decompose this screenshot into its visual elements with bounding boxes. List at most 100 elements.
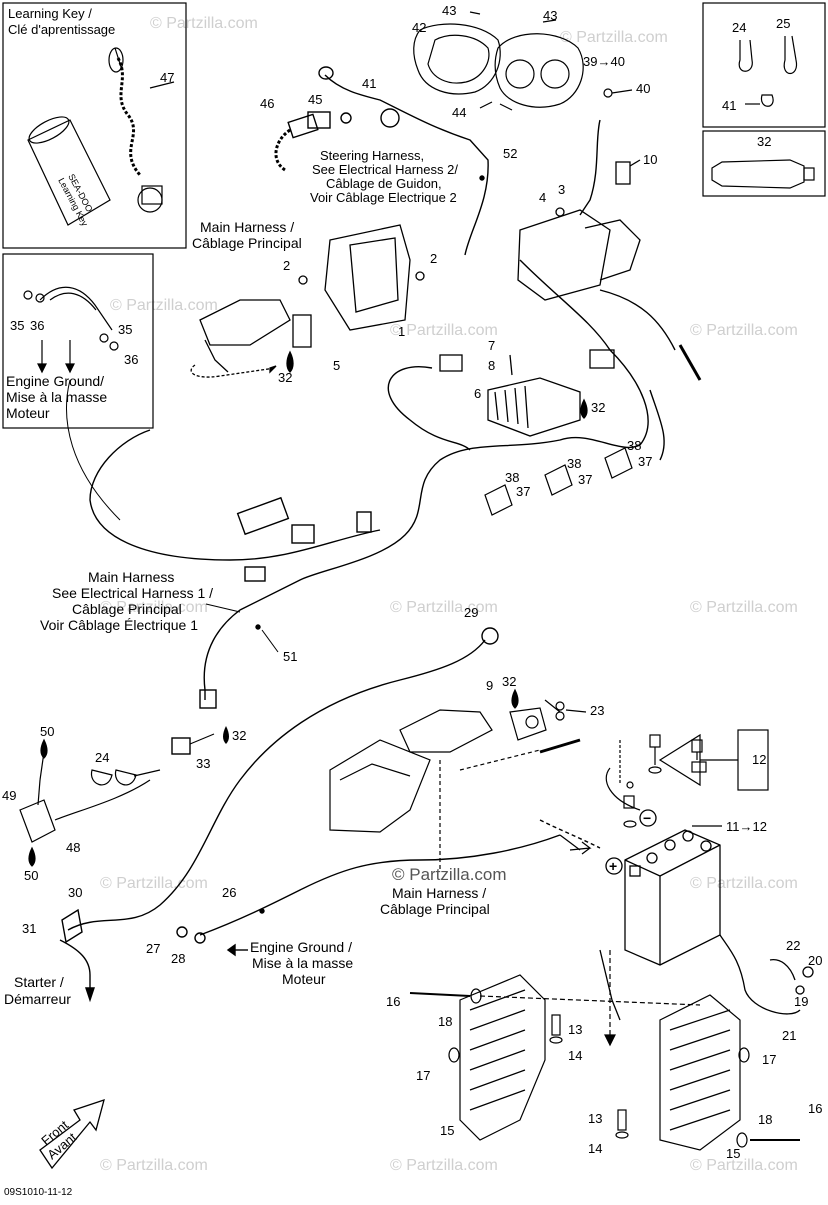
main-harness-mid-1: Main Harness bbox=[88, 569, 174, 585]
battery-hardware: 12 bbox=[619, 729, 769, 828]
part-33: 33 bbox=[196, 756, 210, 771]
learning-key-caption-2: Clé d'aprentissage bbox=[8, 22, 115, 37]
watermark: © Partzilla.com bbox=[390, 599, 498, 616]
part-22: 22 bbox=[786, 938, 800, 953]
steering-harness-caption-1: Steering Harness, bbox=[320, 148, 424, 163]
watermark: © Partzilla.com bbox=[110, 297, 218, 314]
relay-area: 9 32 23 bbox=[329, 674, 641, 870]
learning-key-caption-1: Learning Key / bbox=[8, 6, 92, 21]
part-18: 18 bbox=[758, 1112, 772, 1127]
part-36: 36 bbox=[30, 318, 44, 333]
part-32: 32 bbox=[232, 728, 246, 743]
part-46: 46 bbox=[260, 96, 274, 111]
part-24: 24 bbox=[95, 750, 109, 765]
starter-caption-1: Starter / bbox=[14, 974, 64, 990]
part-13: 13 bbox=[568, 1022, 582, 1037]
part-21: 21 bbox=[782, 1028, 796, 1043]
engine-ground-bottom-2: Mise à la masse bbox=[252, 955, 353, 971]
part-32: 32 bbox=[278, 370, 292, 385]
part-23: 23 bbox=[590, 703, 604, 718]
clamps-inset: 24 25 41 bbox=[702, 2, 826, 128]
part-29: 29 bbox=[464, 605, 478, 620]
watermark: © Partzilla.com bbox=[150, 15, 258, 32]
part-24: 24 bbox=[732, 20, 746, 35]
clips: 38 37 38 37 38 37 bbox=[484, 438, 652, 516]
watermark-center: © Partzilla.com bbox=[392, 865, 507, 884]
part-15: 15 bbox=[440, 1123, 454, 1138]
part-26: 26 bbox=[222, 885, 236, 900]
part-17: 17 bbox=[762, 1052, 776, 1067]
part-2: 2 bbox=[283, 258, 290, 273]
part-16: 16 bbox=[808, 1101, 822, 1116]
part-3: 3 bbox=[558, 182, 565, 197]
part-15: 15 bbox=[726, 1146, 740, 1161]
part-25: 25 bbox=[776, 16, 790, 31]
watermark: © Partzilla.com bbox=[100, 599, 208, 616]
part-52: 52 bbox=[503, 146, 517, 161]
part-5: 5 bbox=[333, 358, 340, 373]
part-40: 40 bbox=[636, 81, 650, 96]
part-41: 41 bbox=[722, 98, 736, 113]
part-1: 1 bbox=[398, 324, 405, 339]
part-28: 28 bbox=[171, 951, 185, 966]
part-19: 19 bbox=[794, 994, 808, 1009]
battery-holders: 16 16 18 18 17 17 13 14 13 14 15 15 bbox=[386, 950, 822, 1161]
part-32: 32 bbox=[502, 674, 516, 689]
part-32: 32 bbox=[591, 400, 605, 415]
gauge-cluster: 43 43 42 39→40 40 44 41 bbox=[362, 3, 650, 120]
engine-ground-bottom-1: Engine Ground / bbox=[250, 939, 352, 955]
part-35: 35 bbox=[118, 322, 132, 337]
part-49: 49 bbox=[2, 788, 16, 803]
part-39-40: 39→40 bbox=[583, 54, 625, 69]
part-16: 16 bbox=[386, 994, 400, 1009]
part-37: 37 bbox=[516, 484, 530, 499]
main-harness-mid-2: See Electrical Harness 1 / bbox=[52, 585, 213, 601]
part-13: 13 bbox=[588, 1111, 602, 1126]
part-38: 38 bbox=[627, 438, 641, 453]
battery: − + 11→12 22 20 19 21 bbox=[599, 809, 822, 1043]
main-harness-bottom-2: Câblage Principal bbox=[380, 901, 490, 917]
main-harness-mid-caption: Main Harness See Electrical Harness 1 / … bbox=[40, 569, 297, 771]
part-50: 50 bbox=[24, 868, 38, 883]
part-2: 2 bbox=[430, 251, 437, 266]
part-35: 35 bbox=[10, 318, 24, 333]
watermark: © Partzilla.com bbox=[390, 1157, 498, 1174]
part-30: 30 bbox=[68, 885, 82, 900]
steering-harness-caption-4: Voir Câblage Electrique 2 bbox=[310, 190, 457, 205]
part-38: 38 bbox=[567, 456, 581, 471]
part-4: 4 bbox=[539, 190, 546, 205]
starter-cable: 30 31 29 Starter / Démarreur bbox=[4, 605, 499, 1007]
starter-caption-2: Démarreur bbox=[4, 991, 71, 1007]
part-27: 27 bbox=[146, 941, 160, 956]
part-37: 37 bbox=[638, 454, 652, 469]
engine-ground-cable: 26 27 28 Engine Ground / Mise à la masse… bbox=[146, 819, 601, 987]
part-43: 43 bbox=[442, 3, 456, 18]
engine-ground-left-3: Moteur bbox=[6, 405, 50, 421]
part-45: 45 bbox=[308, 92, 322, 107]
part-10: 10 bbox=[643, 152, 657, 167]
part-8: 8 bbox=[488, 358, 495, 373]
part-51: 51 bbox=[283, 649, 297, 664]
steering-harness: 46 45 52 Steering Harness, See Electrica… bbox=[260, 66, 601, 256]
steering-harness-caption-3: Câblage de Guidon, bbox=[326, 176, 442, 191]
part-48: 48 bbox=[66, 840, 80, 855]
steering-harness-caption-2: See Electrical Harness 2/ bbox=[312, 162, 458, 177]
part-14: 14 bbox=[568, 1048, 582, 1063]
engine-ground-left-2: Mise à la masse bbox=[6, 389, 107, 405]
watermark: © Partzilla.com bbox=[690, 1157, 798, 1174]
part-31: 31 bbox=[22, 921, 36, 936]
part-47: 47 bbox=[160, 70, 174, 85]
part-17: 17 bbox=[416, 1068, 430, 1083]
watermark: © Partzilla.com bbox=[390, 322, 498, 339]
part-36: 36 bbox=[124, 352, 138, 367]
footer-code: 09S1010-11-12 bbox=[4, 1187, 73, 1198]
battery-plus: + bbox=[609, 858, 617, 874]
main-harness-top: Main Harness / Câblage Principal 1 5 32 … bbox=[190, 152, 657, 437]
part-14: 14 bbox=[588, 1141, 602, 1156]
watermark: © Partzilla.com bbox=[100, 1157, 208, 1174]
part-20: 20 bbox=[808, 953, 822, 968]
part-38: 38 bbox=[505, 470, 519, 485]
part-42: 42 bbox=[412, 20, 426, 35]
